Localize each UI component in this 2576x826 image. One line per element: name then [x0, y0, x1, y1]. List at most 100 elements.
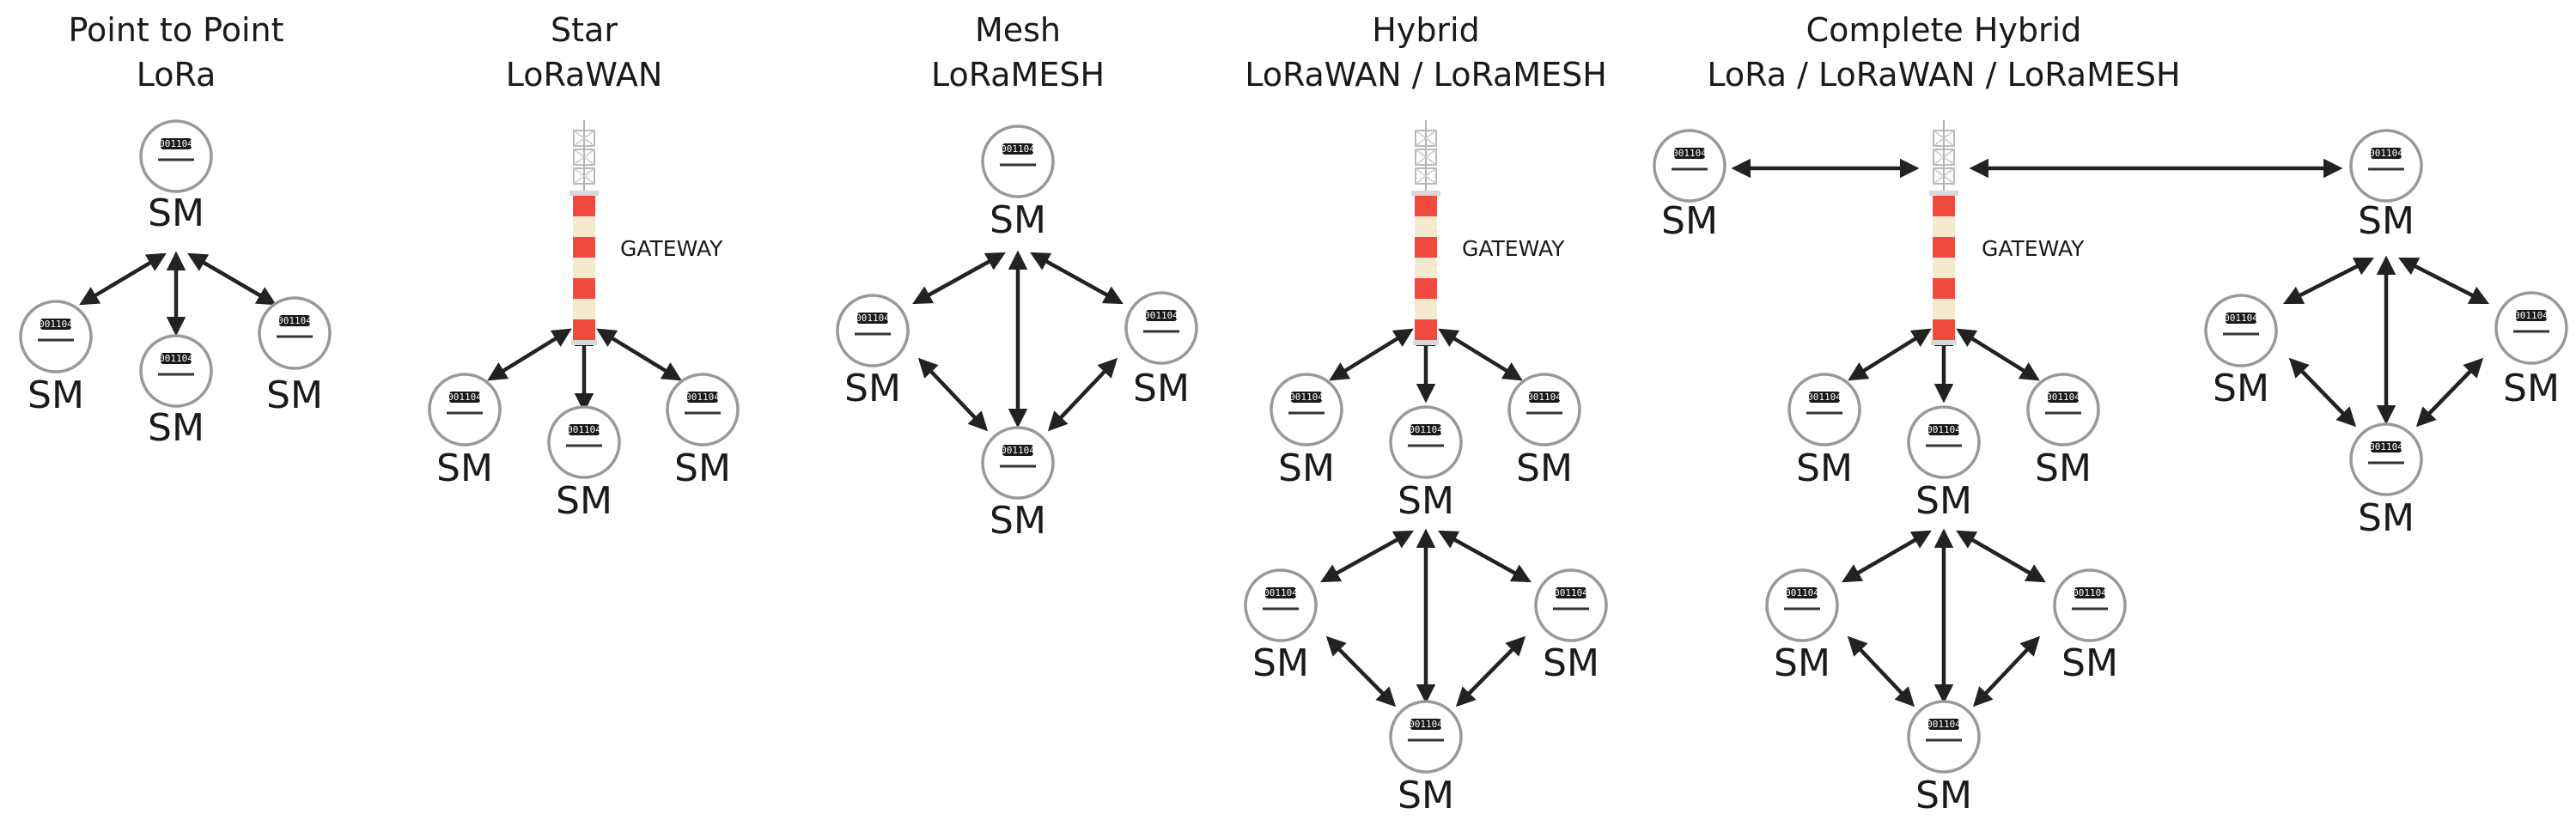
meter-circle: [1765, 568, 1839, 642]
meter-circle: [139, 334, 213, 408]
sm-label: SM: [1398, 479, 1454, 523]
meter-id: 001104: [448, 392, 482, 403]
sm-label: SM: [1278, 446, 1335, 490]
sm-label: SM: [990, 499, 1046, 543]
meter-id: 001104: [1672, 148, 1707, 159]
sm-label: SM: [2503, 367, 2560, 410]
tower-stripe: [573, 258, 595, 278]
bidirectional-arrow: [1329, 328, 1414, 381]
meter-id: 001104: [159, 138, 193, 149]
antenna-icon: [1415, 120, 1437, 191]
antenna-icon: [1933, 120, 1955, 191]
meter-id: 001104: [1927, 719, 1961, 730]
sm-label: SM: [556, 479, 612, 523]
connection-arrows: [79, 158, 2490, 708]
meter-display: [1529, 392, 1560, 403]
meter-id: 001104: [2224, 313, 2258, 324]
meter-circle: [19, 300, 93, 374]
meter-display: [1146, 310, 1177, 321]
tower-stripe: [573, 196, 595, 216]
meter-display: [569, 424, 600, 435]
bidirectional-arrow: [1325, 635, 1397, 708]
sm-label: SM: [1133, 367, 1190, 410]
meter-id: 001104: [1554, 587, 1588, 598]
meter-display: [1291, 392, 1322, 403]
sm-label: SM: [674, 446, 731, 490]
subtitle: LoRaMESH: [931, 56, 1105, 94]
meter-display: [1928, 719, 1959, 730]
meter-display: [2371, 148, 2402, 159]
subtitle: LoRaWAN / LoRaMESH: [1245, 56, 1607, 94]
bidirectional-arrow: [2415, 357, 2484, 428]
title: Point to Point: [68, 11, 283, 49]
bidirectional-arrow: [2397, 257, 2490, 305]
tower-stripe: [1933, 319, 1955, 340]
meter-display: [279, 315, 310, 326]
meter-id: 001104: [685, 392, 720, 403]
meter-circle: [547, 405, 621, 479]
sm-label: SM: [1252, 641, 1309, 685]
bidirectional-arrow: [487, 328, 572, 381]
meter-circle: [1389, 405, 1463, 479]
bidirectional-arrow: [1320, 530, 1414, 583]
meter-id: 001104: [1807, 392, 1842, 403]
gateway-tower: GATEWAY: [1411, 120, 1565, 345]
gateway-label: GATEWAY: [620, 236, 723, 261]
meter-circle: [666, 373, 740, 446]
title: Mesh: [975, 11, 1061, 49]
tower-stripe: [1933, 299, 1955, 319]
bidirectional-arrow: [1455, 635, 1526, 708]
meter-id: 001104: [2046, 392, 2080, 403]
bidirectional-arrow: [2288, 357, 2357, 428]
antenna-icon: [573, 120, 595, 191]
sm-label: SM: [1915, 479, 1972, 523]
bidirectional-arrow: [79, 252, 167, 306]
tower-stripe: [1933, 196, 1955, 216]
sm-label: SM: [1661, 199, 1718, 243]
meter-circle: [258, 296, 332, 370]
meter-display: [1002, 445, 1033, 456]
meter-id: 001104: [277, 315, 312, 326]
meter-circle: [139, 119, 213, 193]
meter-circle: [1244, 568, 1318, 642]
tower-stripe: [1933, 216, 1955, 237]
meter-display: [687, 392, 718, 403]
subtitle: LoRaWAN: [506, 56, 663, 94]
gateway-label: GATEWAY: [1462, 236, 1565, 261]
bidirectional-arrow: [1972, 635, 2041, 708]
meter-id: 001104: [1785, 587, 1819, 598]
gateway-label: GATEWAY: [1982, 236, 2085, 261]
gateway-tower: GATEWAY: [569, 120, 723, 345]
bidirectional-arrow: [1847, 635, 1915, 708]
tower-stripe: [1415, 319, 1437, 340]
meter-id: 001104: [39, 319, 73, 330]
title: Star: [551, 11, 618, 49]
meter-display: [1002, 143, 1033, 155]
gateway-towers: GATEWAY GATEWAY GATEWAY: [569, 120, 2085, 345]
meter-circle: [1124, 291, 1198, 365]
sm-label: SM: [148, 191, 204, 235]
meter-id: 001104: [567, 424, 601, 435]
meter-circle: [2349, 422, 2423, 496]
meter-display: [449, 392, 480, 403]
meter-circle: [981, 125, 1055, 198]
sm-label: SM: [266, 374, 323, 417]
section-title-hybrid: Hybrid LoRaWAN / LoRaMESH: [1245, 11, 1607, 94]
tower-stripe: [1415, 299, 1437, 319]
